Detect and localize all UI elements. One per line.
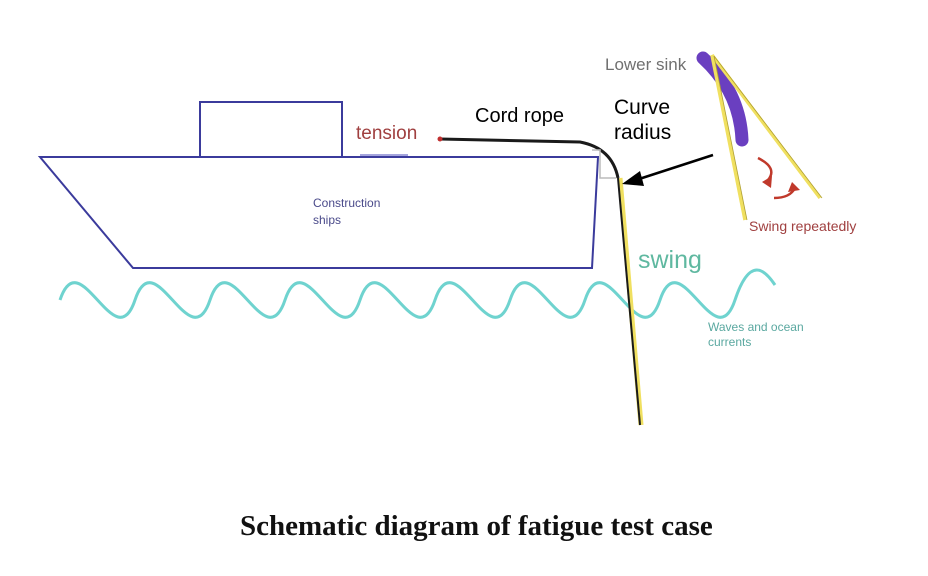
rope-swing-b-edge [713, 55, 823, 199]
ship-hull [37, 156, 600, 269]
lower-sink-detail [696, 51, 823, 221]
tension-label: tension [356, 123, 417, 144]
diagram-title: Schematic diagram of fatigue test case [240, 510, 713, 542]
cord-rope [437, 136, 644, 426]
construction-ships-label-line2: ships [313, 213, 341, 227]
rope-swing-b [710, 53, 822, 200]
rope-horizontal [439, 137, 620, 179]
edge-bracket [592, 149, 616, 179]
waves-label-line2: currents [708, 335, 751, 349]
rope-vertical-yellow [617, 177, 644, 426]
waves-label-line1: Waves and ocean [708, 320, 804, 334]
rope-swing-a [710, 54, 747, 221]
ship-cabin [199, 101, 343, 158]
arrow-icon [622, 153, 714, 186]
rope-end-dot [437, 136, 443, 142]
curve-radius-label-line1: Curve [614, 96, 670, 119]
swing-label: swing [638, 246, 702, 274]
construction-ship [37, 101, 600, 269]
cord-rope-label: Cord rope [475, 105, 564, 127]
swing-repeatedly-label: Swing repeatedly [749, 218, 856, 234]
lower-sink-label: Lower sink [605, 55, 687, 74]
sink-bend [696, 51, 749, 147]
construction-ships-label-line1: Construction [313, 196, 380, 210]
wave-line [58, 268, 777, 319]
curve-radius-label-line2: radius [614, 121, 671, 144]
rope-swing-a-edge [713, 55, 748, 221]
curved-arrow-icon [757, 156, 800, 200]
rope-vertical-dark [617, 177, 641, 426]
